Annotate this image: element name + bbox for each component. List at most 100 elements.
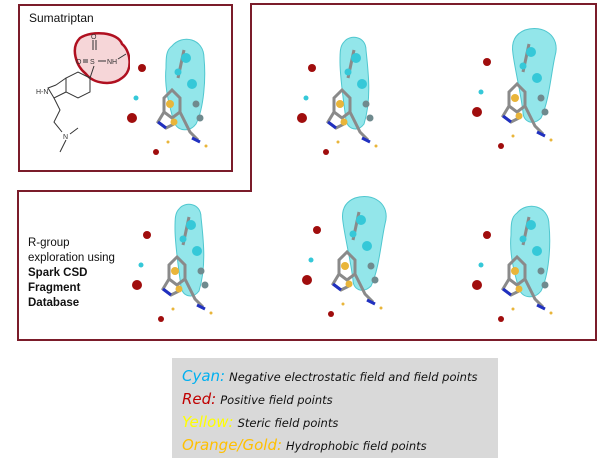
steric-field-point <box>367 262 375 270</box>
hydrophobic-field-point <box>171 307 175 311</box>
steric-field-point <box>196 114 204 122</box>
nitrogen-sticks <box>332 282 376 306</box>
legend-item-cyan: Cyan:Negative electrostatic field and fi… <box>182 365 488 388</box>
sumatriptan-structure: O O S NH H-N N <box>36 31 130 153</box>
legend-key: Yellow: <box>182 413 234 431</box>
positive-field-point <box>297 113 307 123</box>
bonds <box>47 40 127 153</box>
negative-field-point <box>532 73 542 83</box>
hydrophobic-field-point <box>340 118 348 126</box>
nitrogen-sticks <box>162 287 206 311</box>
negative-field-point <box>519 235 527 243</box>
negative-field-point <box>357 79 367 89</box>
atom-nh: NH <box>107 59 117 66</box>
hydrophobic-field-point <box>171 267 179 275</box>
positive-field-point <box>498 143 504 149</box>
hydrophobic-field-point <box>549 311 553 315</box>
atom-o: O <box>76 59 82 66</box>
hydrophobic-field-point <box>175 285 183 293</box>
negative-field-point <box>133 95 139 101</box>
nitrogen-sticks <box>157 120 201 144</box>
hydrophobic-field-point <box>515 112 523 120</box>
negative-field-point <box>478 89 484 95</box>
steric-field-point <box>541 108 549 116</box>
field-point-render <box>472 205 553 322</box>
nitrogen-sticks <box>502 114 546 138</box>
steric-field-point <box>192 100 200 108</box>
hydrophobic-field-point <box>511 134 515 138</box>
r-group-highlight <box>73 31 130 85</box>
field-point-render <box>127 38 208 155</box>
legend-item-orange-gold: Orange/Gold:Hydrophobic field points <box>182 434 488 457</box>
hydrophobic-field-point <box>336 140 340 144</box>
hydrophobic-field-point <box>345 280 353 288</box>
negative-field-surface <box>174 203 205 297</box>
hydrophobic-field-point <box>511 307 515 311</box>
positive-field-point <box>313 226 321 234</box>
field-point-render <box>132 203 213 322</box>
legend-desc: Hydrophobic field points <box>286 439 427 453</box>
positive-field-point <box>153 149 159 155</box>
sumatriptan-frame <box>18 4 233 172</box>
negative-field-point <box>181 53 191 63</box>
legend-desc: Steric field points <box>237 416 339 430</box>
negative-field-point <box>187 79 197 89</box>
negative-field-point <box>349 230 357 238</box>
steric-field-point <box>537 94 545 102</box>
field-point-render <box>297 36 378 155</box>
hydrophobic-field-point <box>166 100 174 108</box>
caption-bold-line: Database <box>28 297 80 309</box>
hydrophobic-field-point <box>209 311 213 315</box>
hydrophobic-field-point <box>515 285 523 293</box>
negative-field-point <box>186 220 196 230</box>
positive-field-point <box>472 107 482 117</box>
positive-field-point <box>132 280 142 290</box>
negative-field-point <box>344 68 352 76</box>
positive-field-point <box>328 311 334 317</box>
legend-desc: Negative electrostatic field and field p… <box>229 370 478 384</box>
legend: Cyan:Negative electrostatic field and fi… <box>172 358 498 458</box>
positive-field-point <box>483 58 491 66</box>
steric-field-point <box>201 281 209 289</box>
atom-o: O <box>91 34 97 41</box>
positive-field-point <box>323 149 329 155</box>
hydrophobic-field-point <box>336 100 344 108</box>
negative-field-point <box>519 62 527 70</box>
hydrophobic-field-point <box>379 306 383 310</box>
legend-desc: Positive field points <box>220 393 333 407</box>
caption-bold-line: Fragment <box>28 282 81 294</box>
steric-field-point <box>197 267 205 275</box>
nitrogen-sticks <box>502 287 546 311</box>
exploration-caption: R-group exploration using Spark CSD Frag… <box>28 236 115 311</box>
negative-field-point <box>192 246 202 256</box>
positive-field-point <box>483 231 491 239</box>
negative-field-point <box>174 68 182 76</box>
hydrophobic-field-point <box>511 94 519 102</box>
hydrophobic-field-point <box>374 144 378 148</box>
atom-s: S <box>90 59 95 66</box>
negative-field-point <box>526 220 536 230</box>
hydrophobic-field-point <box>341 262 349 270</box>
atom-n: N <box>63 134 68 141</box>
steric-field-point <box>366 114 374 122</box>
negative-field-point <box>138 262 144 268</box>
atom-hn: H-N <box>36 89 48 96</box>
positive-field-point <box>308 64 316 72</box>
negative-field-point <box>526 47 536 57</box>
steric-field-point <box>371 276 379 284</box>
legend-key: Orange/Gold: <box>182 436 283 454</box>
positive-field-point <box>472 280 482 290</box>
legend-item-red: Red:Positive field points <box>182 388 488 411</box>
negative-field-point <box>303 95 309 101</box>
legend-key: Cyan: <box>182 367 226 385</box>
negative-field-point <box>532 246 542 256</box>
sumatriptan-title: Sumatriptan <box>29 11 94 25</box>
positive-field-point <box>498 316 504 322</box>
negative-field-point <box>179 235 187 243</box>
nitrogen-sticks <box>327 120 371 144</box>
negative-field-point <box>356 215 366 225</box>
negative-field-point <box>351 53 361 63</box>
hydrophobic-field-point <box>341 302 345 306</box>
